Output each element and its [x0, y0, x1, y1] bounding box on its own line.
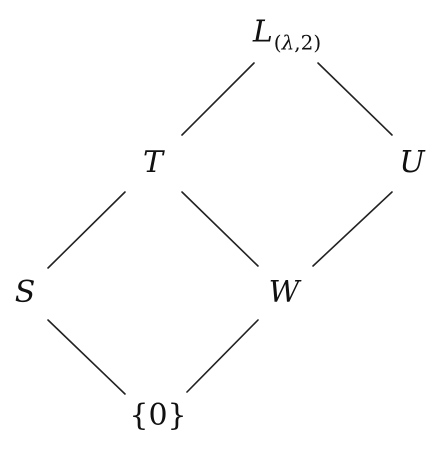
node-top-sub-open: (	[273, 30, 282, 55]
node-t: T	[142, 145, 164, 180]
edge-t-w	[181, 191, 259, 267]
node-top-sub-rest: ,2)	[294, 30, 322, 55]
node-u: U	[399, 145, 425, 180]
node-s: S	[14, 275, 36, 310]
edge-u-w	[312, 191, 393, 267]
node-w: W	[268, 275, 300, 310]
edge-t-s	[47, 191, 126, 269]
edge-top-t	[181, 62, 255, 136]
edge-s-zero	[47, 319, 126, 395]
node-zero: {0}	[129, 398, 187, 433]
node-top-main: L	[252, 14, 273, 50]
node-top: L(λ,2)	[252, 14, 321, 55]
edge-w-zero	[186, 319, 259, 393]
node-top-subscript: (λ,2)	[274, 31, 321, 55]
node-top-sub-symbol: λ	[281, 30, 295, 55]
edge-top-u	[317, 62, 393, 136]
